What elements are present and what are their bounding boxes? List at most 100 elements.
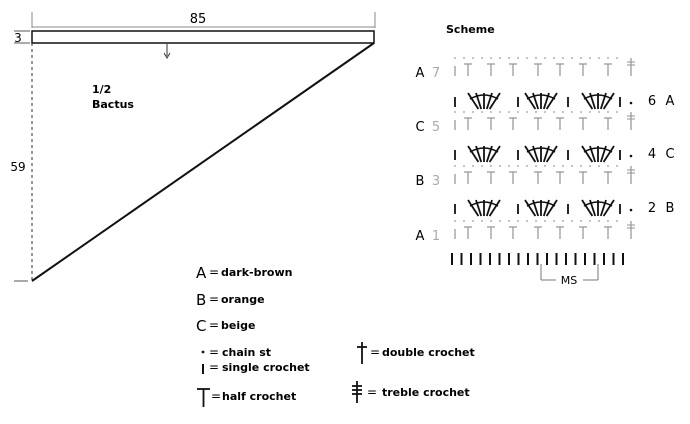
double-crochet-mark bbox=[467, 145, 480, 163]
double-crochet-mark bbox=[467, 92, 480, 110]
chain-dot bbox=[562, 111, 564, 113]
chain-dot bbox=[517, 220, 519, 222]
double-crochet-mark bbox=[524, 145, 537, 163]
chain-dot bbox=[571, 165, 573, 167]
chain-dot bbox=[535, 57, 537, 59]
right-row-letter-6: A bbox=[666, 94, 675, 109]
half-crochet-label: half crochet bbox=[222, 390, 296, 403]
chain-dot bbox=[508, 57, 510, 59]
chain-dot bbox=[544, 165, 546, 167]
symbol-legend: = chain st = single crochet = half croch… bbox=[197, 342, 475, 407]
equals-sign: = bbox=[370, 345, 380, 359]
chain-dot bbox=[544, 111, 546, 113]
equals-sign: = bbox=[209, 360, 219, 374]
left-row-num-5: 5 bbox=[432, 120, 440, 135]
chain-dot bbox=[472, 220, 474, 222]
chain-dot bbox=[499, 111, 501, 113]
left-row-letter-5: C bbox=[415, 120, 424, 135]
chain-dot bbox=[517, 165, 519, 167]
fan-arc bbox=[583, 94, 613, 100]
chain-dot bbox=[616, 57, 618, 59]
chain-dot bbox=[535, 111, 537, 113]
chain-dot bbox=[629, 208, 633, 212]
chain-dot bbox=[481, 57, 483, 59]
chain-dot bbox=[454, 111, 456, 113]
chain-dot bbox=[544, 57, 546, 59]
double-crochet-mark bbox=[581, 145, 594, 163]
chain-stitch-icon bbox=[201, 350, 205, 354]
single-crochet-label: single crochet bbox=[222, 361, 310, 374]
scheme-title: Scheme bbox=[446, 23, 495, 36]
chain-dot bbox=[629, 101, 633, 105]
chain-dot bbox=[526, 165, 528, 167]
half-crochet-icon bbox=[197, 388, 210, 407]
chain-st-label: chain st bbox=[222, 346, 271, 359]
chain-dot bbox=[589, 165, 591, 167]
double-crochet-mark bbox=[488, 92, 501, 110]
chain-dot bbox=[472, 57, 474, 59]
chain-dot bbox=[553, 165, 555, 167]
hypotenuse-edge bbox=[31, 42, 375, 282]
color-letter-C: C bbox=[196, 317, 206, 335]
left-row-num-3: 3 bbox=[432, 174, 440, 189]
right-row-num-4: 4 bbox=[648, 147, 656, 162]
chain-dot bbox=[580, 165, 582, 167]
equals-sign: = bbox=[209, 345, 219, 359]
chain-dot bbox=[526, 220, 528, 222]
double-crochet-mark bbox=[545, 145, 558, 163]
chain-dot bbox=[616, 111, 618, 113]
right-row-num-6: 6 bbox=[648, 94, 656, 109]
chain-dot bbox=[562, 220, 564, 222]
chain-dot bbox=[580, 111, 582, 113]
double-crochet-mark bbox=[581, 199, 594, 217]
color-name-dark-brown: dark-brown bbox=[221, 266, 292, 279]
chain-dot bbox=[571, 57, 573, 59]
equals-sign: = bbox=[211, 389, 221, 403]
stitch-scheme: Scheme A 7 C 5 B 3 A 1 6 A 4 C 2 B MS bbox=[415, 23, 674, 287]
chain-dot bbox=[463, 57, 465, 59]
left-row-num-7: 7 bbox=[432, 66, 440, 81]
chain-dot bbox=[607, 220, 609, 222]
right-row-letter-4: C bbox=[665, 147, 674, 162]
color-name-orange: orange bbox=[221, 293, 265, 306]
chain-dot bbox=[580, 57, 582, 59]
color-letter-B: B bbox=[196, 291, 206, 309]
double-crochet-mark bbox=[467, 199, 480, 217]
double-crochet-mark bbox=[581, 92, 594, 110]
chain-dot bbox=[589, 111, 591, 113]
double-crochet-mark bbox=[524, 199, 537, 217]
chain-dot bbox=[490, 220, 492, 222]
left-row-letter-7: A bbox=[416, 66, 425, 81]
chain-dot bbox=[589, 220, 591, 222]
chain-dot bbox=[481, 111, 483, 113]
double-crochet-mark bbox=[524, 92, 537, 110]
double-crochet-mark bbox=[602, 92, 615, 110]
double-crochet-label: double crochet bbox=[382, 346, 475, 359]
fan-arc bbox=[583, 201, 613, 207]
chain-dot bbox=[463, 220, 465, 222]
double-crochet-mark bbox=[488, 145, 501, 163]
chain-dot bbox=[490, 111, 492, 113]
right-row-letter-2: B bbox=[666, 201, 675, 216]
double-crochet-icon bbox=[357, 342, 367, 364]
double-crochet-mark bbox=[602, 145, 615, 163]
fan-arc bbox=[469, 201, 499, 207]
chain-dot bbox=[535, 165, 537, 167]
fan-arc bbox=[526, 94, 556, 100]
chain-dot bbox=[571, 111, 573, 113]
fan-arc bbox=[469, 147, 499, 153]
chain-dot bbox=[562, 57, 564, 59]
left-row-letter-1: A bbox=[416, 229, 425, 244]
color-legend: A = dark-brown B = orange C = beige bbox=[196, 264, 292, 335]
chain-dot bbox=[616, 220, 618, 222]
fan-arc bbox=[469, 94, 499, 100]
chain-dot bbox=[589, 57, 591, 59]
chain-dot bbox=[490, 57, 492, 59]
left-row-num-1: 1 bbox=[432, 229, 440, 244]
chain-dot bbox=[454, 165, 456, 167]
chain-dot bbox=[526, 111, 528, 113]
chain-dot bbox=[607, 111, 609, 113]
treble-crochet-icon bbox=[352, 381, 362, 403]
chain-dot bbox=[517, 57, 519, 59]
